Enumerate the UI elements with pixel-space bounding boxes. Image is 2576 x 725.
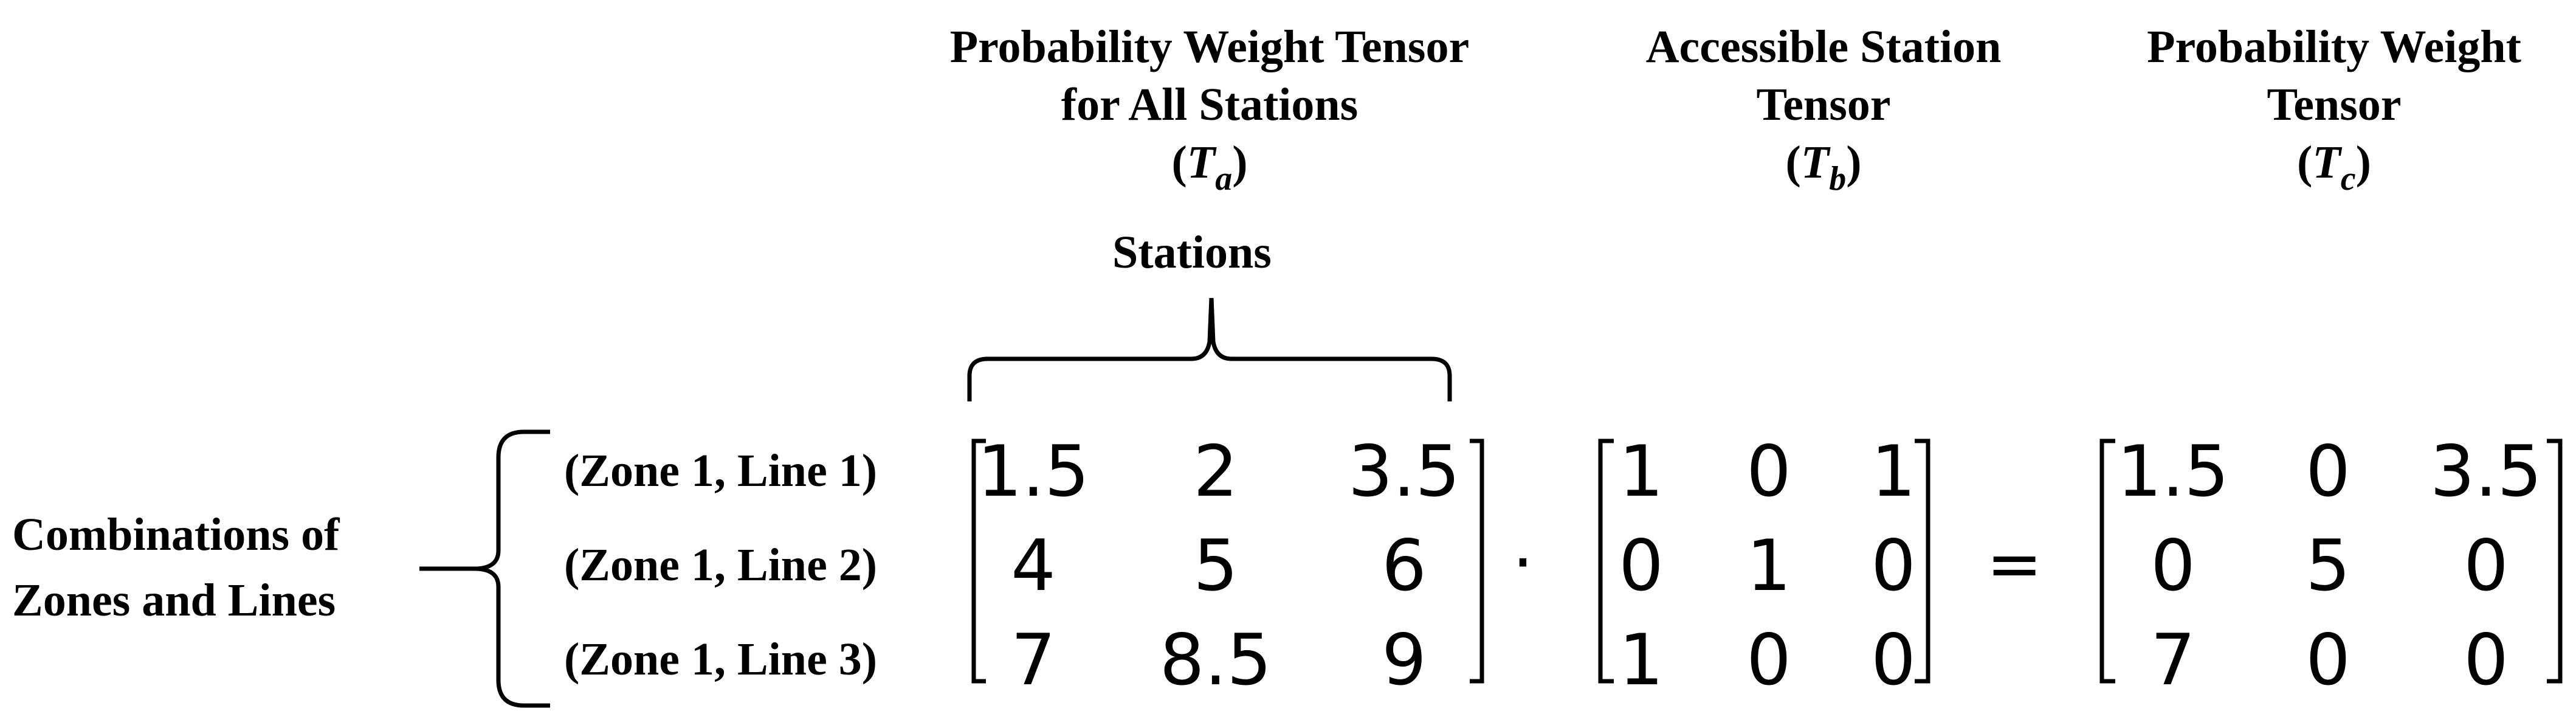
title-tc-symbol: (Tc) bbox=[2297, 137, 2371, 198]
matrix-b-cell-2-2: 1 bbox=[1746, 525, 1791, 607]
matrix-b-left-bracket bbox=[1598, 439, 1614, 684]
matrix-b-cell-1-3: 1 bbox=[1871, 431, 1916, 513]
matrix-a-cell-2-2: 5 bbox=[1193, 525, 1238, 607]
title-tb: Accessible Station Tensor (Tb) bbox=[1550, 18, 2097, 198]
matrix-a-cell-3-3: 9 bbox=[1382, 619, 1427, 701]
title-ta-sub: a bbox=[1215, 160, 1233, 198]
title-ta-line2: for All Stations bbox=[1061, 79, 1359, 130]
matrix-b-cell-1-2: 0 bbox=[1746, 431, 1791, 513]
stations-label: Stations bbox=[1112, 227, 1272, 278]
matrix-c-cell-3-3: 0 bbox=[2464, 619, 2509, 701]
matrix-c-cell-2-3: 0 bbox=[2464, 525, 2509, 607]
title-ta-symbol: (Ta) bbox=[1171, 137, 1248, 198]
title-tb-sym: T bbox=[1800, 137, 1830, 188]
matrix-b-cell-2-3: 0 bbox=[1871, 525, 1916, 607]
row-label-3: (Zone 1, Line 3) bbox=[564, 634, 878, 685]
matrix-c-cell-1-3: 3.5 bbox=[2430, 431, 2543, 513]
matrix-c-cell-1-1: 1.5 bbox=[2116, 431, 2230, 513]
matrix-c-left-bracket bbox=[2099, 439, 2115, 684]
matrix-c-cell-3-2: 0 bbox=[2306, 619, 2350, 701]
matrix-b-right-bracket bbox=[1915, 439, 1930, 684]
matrix-a-left-bracket bbox=[971, 439, 986, 684]
title-tb-line2: Tensor bbox=[1756, 79, 1891, 130]
title-ta-sym: T bbox=[1186, 137, 1216, 188]
row-label-1: (Zone 1, Line 1) bbox=[564, 445, 878, 496]
matrix-a-cell-1-2: 2 bbox=[1193, 431, 1238, 513]
title-tc: Probability Weight Tensor (Tc) bbox=[2067, 18, 2576, 198]
matrix-b-cell-3-1: 1 bbox=[1619, 619, 1664, 701]
matrix-c-cell-3-1: 7 bbox=[2151, 619, 2195, 701]
title-tb-sub: b bbox=[1829, 160, 1847, 198]
matrix-a-cell-1-1: 1.5 bbox=[977, 431, 1090, 513]
title-tb-symbol: (Tb) bbox=[1785, 137, 1862, 198]
matrix-a-cell-2-1: 4 bbox=[1011, 525, 1056, 607]
row-label-2: (Zone 1, Line 2) bbox=[564, 539, 878, 591]
title-tc-sym: T bbox=[2312, 137, 2341, 188]
equals-operator: = bbox=[1986, 525, 2043, 603]
matrix-b-cell-2-1: 0 bbox=[1619, 525, 1664, 607]
matrix-c-right-bracket bbox=[2547, 439, 2563, 684]
matrix-c-cell-1-2: 0 bbox=[2306, 431, 2350, 513]
matrix-b-cell-3-3: 0 bbox=[1871, 619, 1916, 701]
stations-brace bbox=[967, 297, 1452, 401]
dot-operator: · bbox=[1512, 524, 1534, 602]
matrix-a-cell-3-1: 7 bbox=[1011, 619, 1056, 701]
title-tc-sub: c bbox=[2340, 160, 2356, 198]
matrix-c-cell-2-2: 5 bbox=[2306, 525, 2350, 607]
matrix-b-cell-3-2: 0 bbox=[1746, 619, 1791, 701]
matrix-a-cell-2-3: 6 bbox=[1382, 525, 1427, 607]
combinations-label: Combinations of Zones and Lines bbox=[12, 502, 339, 633]
combinations-label-line1: Combinations of bbox=[12, 509, 340, 560]
title-tc-line1: Probability Weight bbox=[2147, 21, 2521, 72]
matrix-c-cell-2-1: 0 bbox=[2151, 525, 2195, 607]
title-tb-line1: Accessible Station bbox=[1645, 21, 2002, 72]
matrix-a-cell-1-3: 3.5 bbox=[1348, 431, 1461, 513]
title-ta-line1: Probability Weight Tensor bbox=[949, 21, 1470, 72]
combinations-brace bbox=[419, 429, 550, 708]
matrix-a-cell-3-2: 8.5 bbox=[1159, 619, 1272, 701]
matrix-b-cell-1-1: 1 bbox=[1619, 431, 1664, 513]
title-ta: Probability Weight Tensor for All Statio… bbox=[875, 18, 1544, 198]
title-tc-line2: Tensor bbox=[2267, 79, 2402, 130]
matrix-a-right-bracket bbox=[1470, 439, 1484, 684]
combinations-label-line2: Zones and Lines bbox=[12, 575, 336, 626]
